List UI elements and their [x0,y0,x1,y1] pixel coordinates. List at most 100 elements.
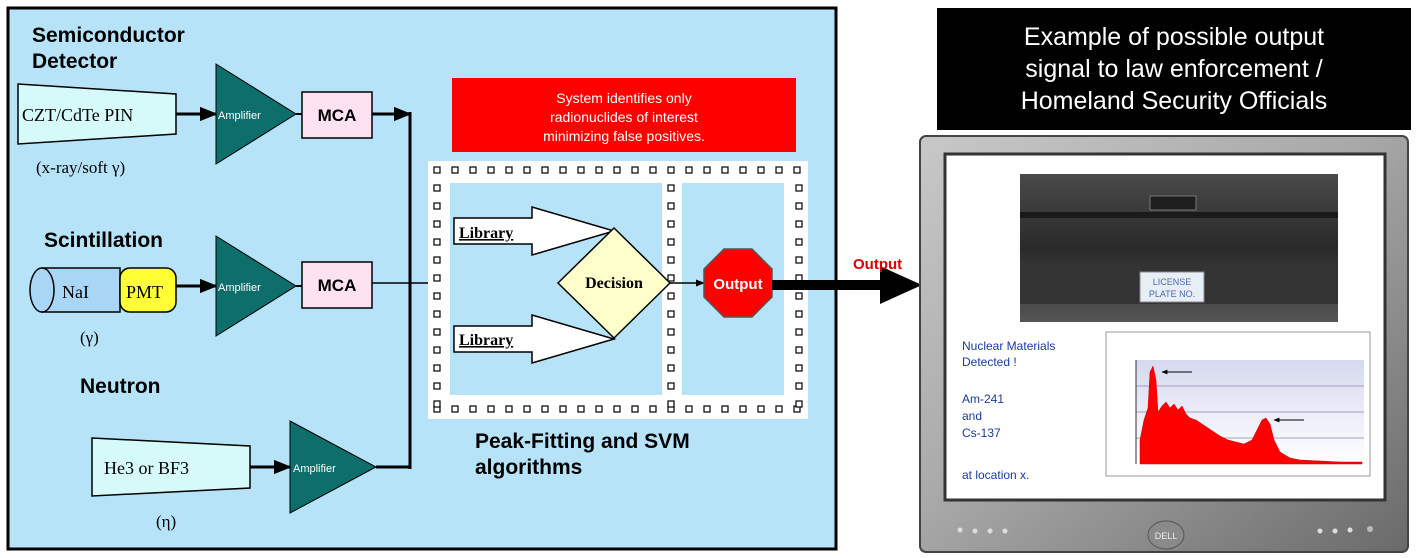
frame-dot [795,400,803,408]
semiconductor-sensor-shape [17,83,177,145]
frame-dot [433,382,441,390]
semiconductor-title-1: Semiconductor [32,24,185,47]
frame-dot [667,328,675,336]
amplifier-2 [215,235,297,337]
frame-dot [559,166,567,174]
frame-dot [505,166,513,174]
frame-dot [667,346,675,354]
frame-dot [649,405,657,413]
frame-dot [795,328,803,336]
library-label-2: Library [459,332,513,349]
vehicle-photo-trunk-seam [1020,212,1338,218]
frame-dot [451,166,459,174]
frame-dot [523,405,531,413]
scintillation-title: Scintillation [44,229,163,252]
frame-dot [667,382,675,390]
scintillation-note: (γ) [80,328,99,347]
output-example-headline: Example of possible output signal to law… [937,8,1411,130]
algorithm-caption-2: algorithms [475,456,582,479]
amplifier-2-label: Amplifier [218,282,261,294]
callout-line-3: minimizing false positives. [543,128,705,144]
report-conjunction: and [962,409,982,423]
frame-dot [613,166,621,174]
frame-dot [469,405,477,413]
frame-dot [795,382,803,390]
report-line-1: Nuclear Materials [962,339,1055,353]
frame-dot [541,166,549,174]
callout-line-2: radionuclides of interest [550,109,698,125]
frame-dot [487,405,495,413]
frame-dot [739,405,747,413]
frame-dot [667,238,675,246]
frame-dot [469,166,477,174]
frame-dot [433,310,441,318]
pmt [119,267,177,313]
output-stop-label: Output [713,276,762,293]
amplifier-1 [215,63,297,165]
semiconductor-title-2: Detector [32,50,117,73]
neutron-sensor-shape [91,437,251,497]
frame-dot [595,166,603,174]
frame-dot [739,166,747,174]
frame-dot [703,166,711,174]
frame-dot [631,166,639,174]
frame-dot [795,238,803,246]
frame-dot [631,405,639,413]
frame-dot [721,166,729,174]
neutron-note: (η) [156,512,176,531]
frame-dot [433,220,441,228]
nai-crystal-end [29,267,55,313]
frame-dot [721,405,729,413]
frame-dot [795,310,803,318]
nai-label: NaI [62,282,89,302]
license-plate [1139,271,1205,303]
output-arrow-head [880,266,922,304]
report-line-2: Detected ! [962,355,1017,369]
frame-dot [595,405,603,413]
frame-dot [649,166,657,174]
monitor-front-buttons-left [957,527,1008,534]
headline-line-2: signal to law enforcement / [1025,55,1323,83]
frame-dot [775,166,783,174]
frame-dot [541,405,549,413]
frame-dot [433,400,441,408]
neutron-title: Neutron [80,375,161,398]
frame-dot [703,405,711,413]
frame-dot [667,400,675,408]
frame-dot [577,166,585,174]
mca-1-label: MCA [318,106,357,125]
frame-dot [795,220,803,228]
frame-dot [433,238,441,246]
callout-box [452,78,796,152]
frame-dot [433,364,441,372]
frame-dot [505,405,513,413]
amplifier-3-label: Amplifier [293,463,336,475]
frame-dot [795,184,803,192]
report-location: at location x. [962,468,1029,482]
neutron-sensor-label: He3 or BF3 [104,458,189,478]
frame-dot [667,364,675,372]
monitor-brand-label: DELL [1155,531,1178,541]
algorithm-caption-1: Peak-Fitting and SVM [475,430,690,453]
frame-dot [757,166,765,174]
headline-line-1: Example of possible output [1023,23,1325,51]
frame-dot [433,274,441,282]
headline-line-3: Homeland Security Officials [1020,87,1328,115]
frame-dot [433,166,441,174]
frame-dot [433,184,441,192]
nai-crystal [41,267,121,313]
frame-dot [667,220,675,228]
pmt-label: PMT [126,282,163,302]
frame-dot [433,292,441,300]
license-plate-line-2: PLATE NO. [1149,289,1195,299]
frame-dot [523,166,531,174]
library-arrow-1 [453,205,617,257]
decision-label: Decision [585,275,643,292]
frame-dot [685,405,693,413]
library-label-1: Library [459,225,513,242]
frame-dot [487,166,495,174]
frame-dot [451,405,459,413]
frame-dot [795,256,803,264]
frame-dot [667,274,675,282]
